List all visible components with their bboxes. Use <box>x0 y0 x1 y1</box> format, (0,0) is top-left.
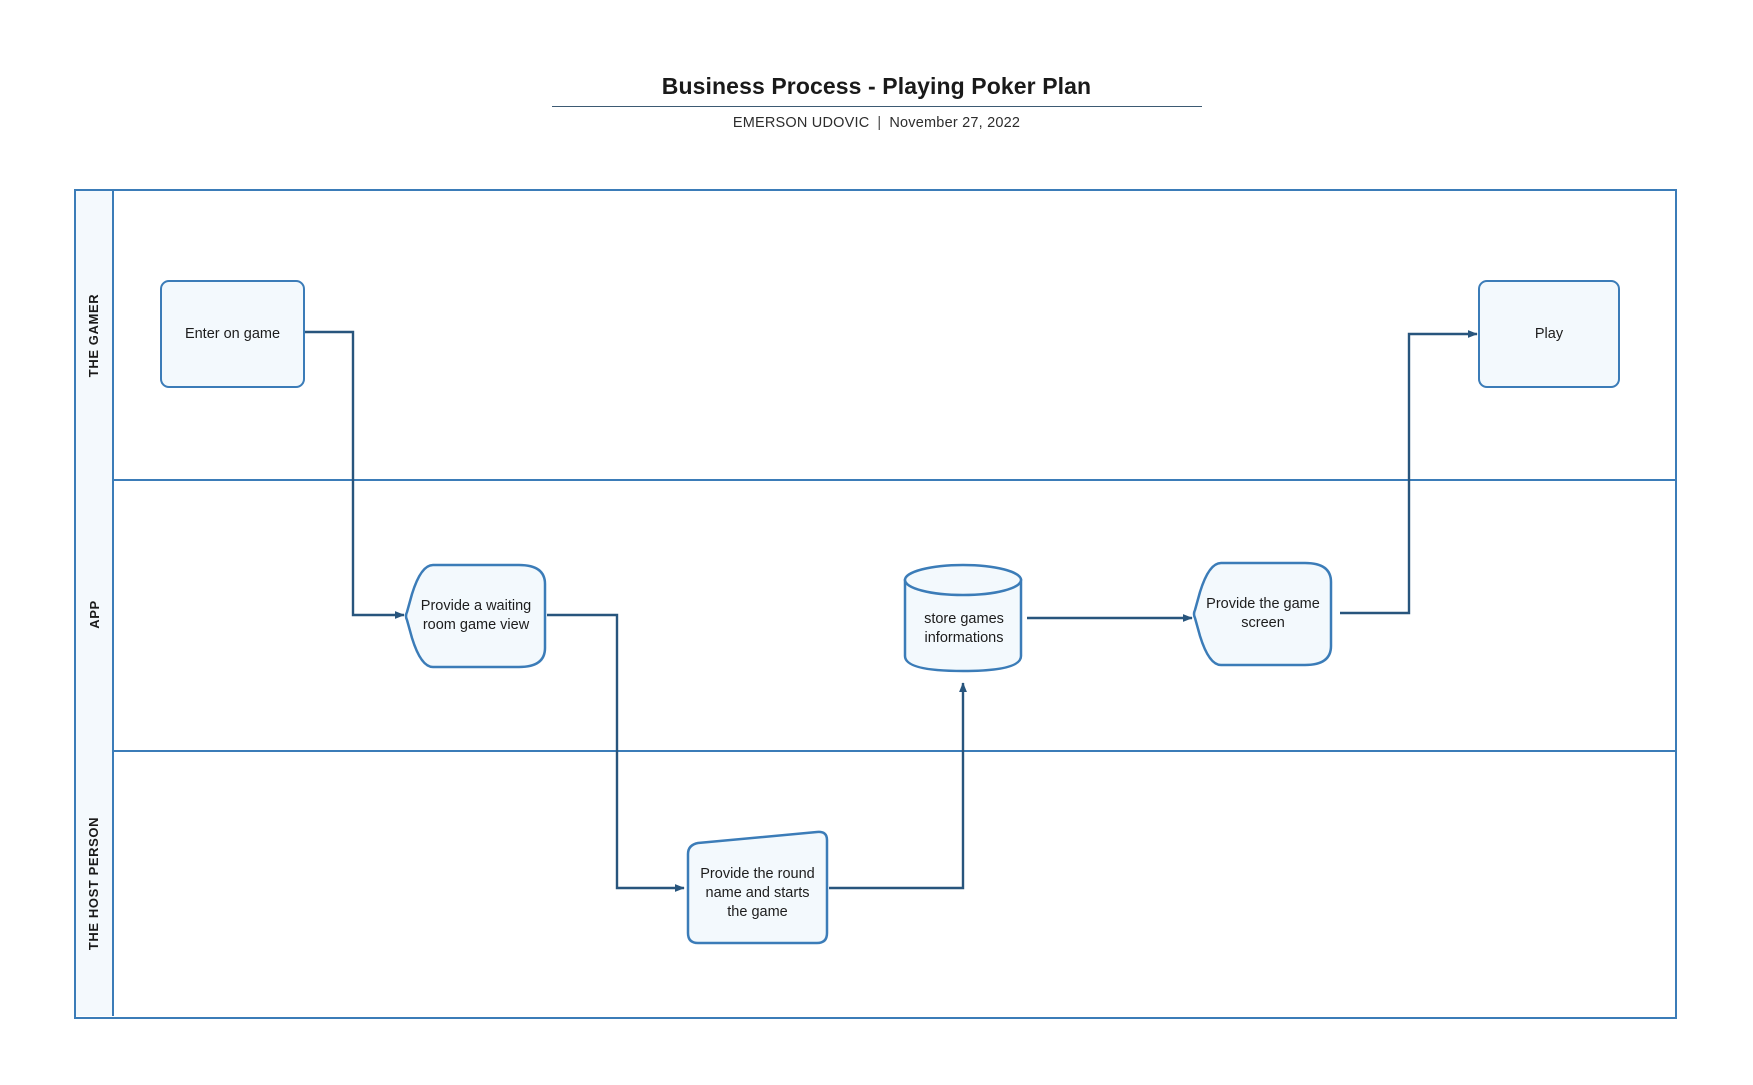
page-title: Business Process - Playing Poker Plan <box>661 73 1092 99</box>
author-name: EMERSON UDOVIC <box>732 115 870 131</box>
lane-label-app: APP <box>86 600 102 629</box>
lane-body-the-gamer <box>114 191 1675 479</box>
lane-header-the-gamer: THE GAMER <box>76 191 114 479</box>
lane-body-the-host-person <box>114 750 1675 1016</box>
lane-label-the-host-person: THE HOST PERSON <box>86 816 102 950</box>
node-label-play: Play <box>1534 325 1564 342</box>
node-provide-game-screen[interactable]: Provide the game screen <box>1192 560 1334 668</box>
title-divider <box>551 106 1202 107</box>
lane-divider-1 <box>76 479 1675 481</box>
subtitle: EMERSON UDOVIC | November 27, 2022 <box>0 115 1753 131</box>
cylinder-shape <box>903 563 1023 673</box>
subtitle-separator: | <box>877 115 882 131</box>
node-label-enter-on-game: Enter on game <box>184 325 281 342</box>
node-provide-round-name[interactable]: Provide the round name and starts the ga… <box>685 830 830 946</box>
hexagon-shape <box>1192 561 1333 667</box>
lane-app: APP <box>76 479 1675 750</box>
node-store-games-informations[interactable]: store games informations <box>902 562 1026 674</box>
lane-header-the-host-person: THE HOST PERSON <box>76 750 114 1016</box>
document-date: November 27, 2022 <box>889 115 1021 131</box>
node-provide-waiting-room[interactable]: Provide a waiting room game view <box>404 562 548 670</box>
node-play[interactable]: Play <box>1478 280 1620 388</box>
lane-body-app <box>114 479 1675 750</box>
swimlane-container: THE GAMER APP THE HOST PERSON <box>74 189 1677 1019</box>
lane-the-gamer: THE GAMER <box>76 191 1675 479</box>
lane-label-the-gamer: THE GAMER <box>86 293 102 377</box>
trapezoid-shape <box>686 830 829 945</box>
title-block: Business Process - Playing Poker Plan EM… <box>0 72 1753 131</box>
node-enter-on-game[interactable]: Enter on game <box>160 280 305 388</box>
lane-the-host-person: THE HOST PERSON <box>76 750 1675 1016</box>
lane-header-app: APP <box>76 479 114 750</box>
hexagon-shape <box>404 563 547 669</box>
